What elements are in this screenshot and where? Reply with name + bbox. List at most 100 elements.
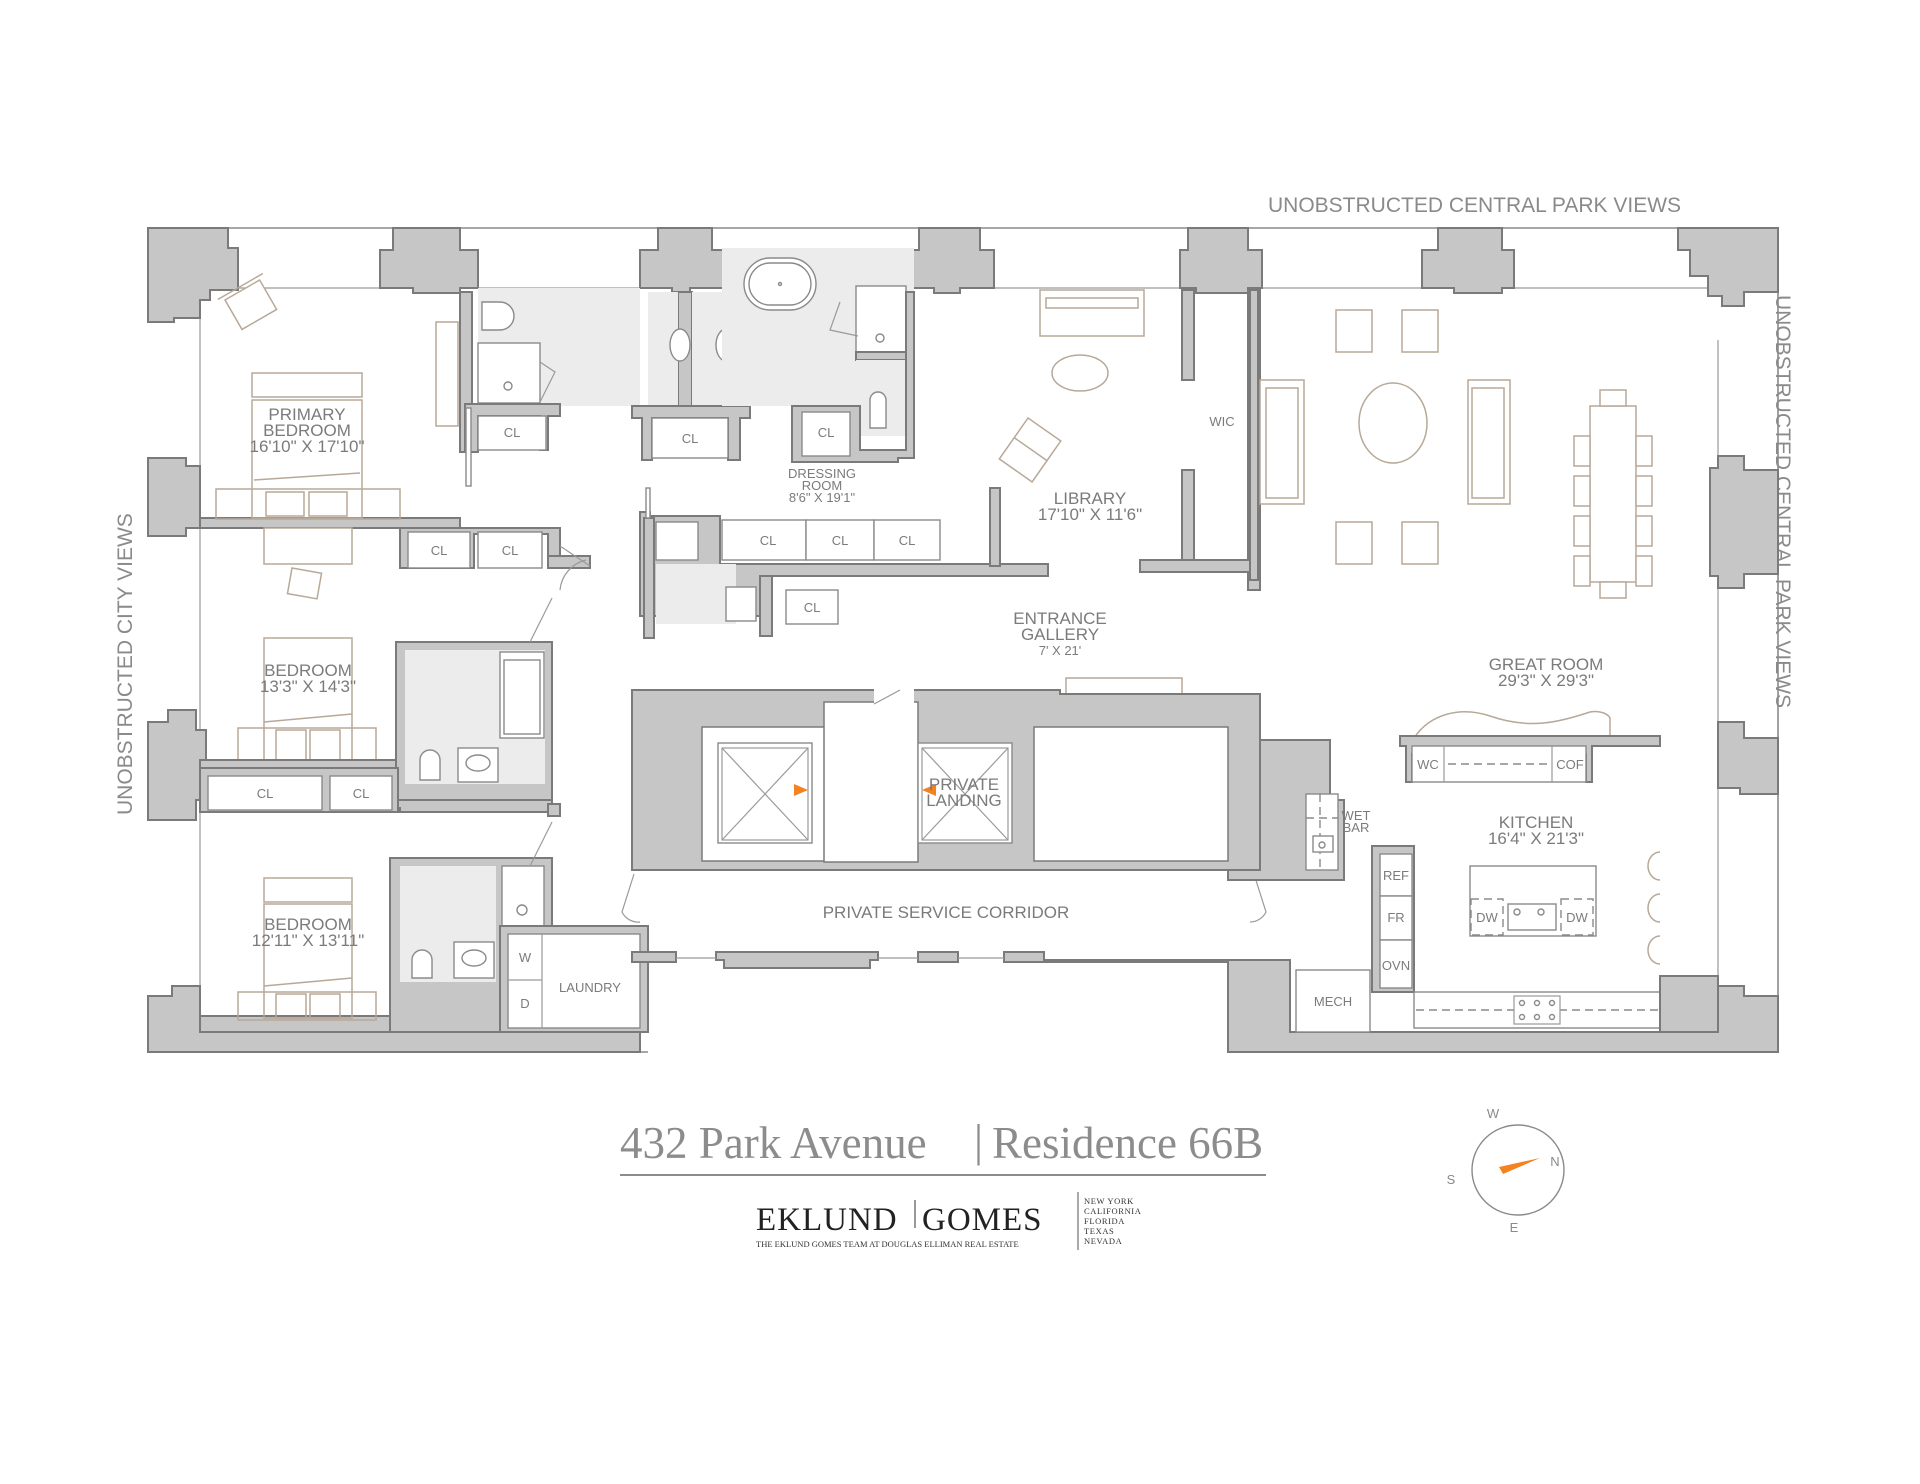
view-label-left: UNOBSTRUCTED CITY VIEWS: [114, 513, 137, 815]
sink: [461, 949, 487, 967]
elevator-left: [717, 742, 813, 844]
compass-west: W: [1487, 1106, 1500, 1121]
room-size: 17'10" X 11'6": [1038, 505, 1142, 524]
primary-bath-tub: CL: [722, 248, 915, 463]
appliance-label: FR: [1387, 910, 1404, 925]
lounge-chair: [998, 416, 1062, 483]
appliance-label: DW: [1566, 910, 1588, 925]
closet-label: CL: [257, 786, 274, 801]
bed: [215, 372, 401, 520]
room-size: 29'3" X 29'3": [1498, 671, 1594, 690]
toilet: [411, 949, 433, 979]
toilet: [419, 749, 441, 781]
title-separator: |: [974, 1116, 983, 1166]
compass-east: E: [1510, 1220, 1519, 1235]
elevator-core: PRIVATE LANDING: [631, 684, 1261, 871]
armchair: [217, 272, 278, 331]
state: CALIFORNIA: [1084, 1206, 1142, 1216]
room-label: PRIMARY: [268, 405, 345, 424]
room-size: 16'4" X 21'3": [1488, 829, 1584, 848]
appliance-label: DW: [1476, 910, 1498, 925]
toilet: [869, 391, 887, 429]
state: FLORIDA: [1084, 1216, 1125, 1226]
sink: [669, 328, 691, 362]
curved-sofa: [1413, 710, 1611, 739]
appliance-label: OVN: [1382, 958, 1410, 973]
room-size: 13'3" X 14'3": [260, 677, 356, 696]
console-table: [1065, 677, 1183, 695]
appliance-label: COF: [1556, 757, 1584, 772]
room-size: 8'6" X 19'1": [789, 490, 856, 505]
dining-table: [1589, 405, 1637, 583]
sink: [1507, 903, 1557, 931]
room-label: PRIVATE: [929, 775, 999, 794]
entrance-gallery: ENTRANCE GALLERY 7' X 21': [1013, 609, 1183, 695]
brand-logo: EKLUND GOMES THE EKLUND GOMES TEAM AT DO…: [756, 1192, 1142, 1250]
doors: [529, 545, 901, 867]
brand-left: EKLUND: [756, 1202, 898, 1238]
kitchen: WC COF WET BAR REF FR OVN KITCHEN 16'4" …: [1227, 735, 1719, 1033]
toilet: [481, 301, 515, 331]
laundry: W D LAUNDRY: [499, 925, 649, 1033]
appliance-label: REF: [1383, 868, 1409, 883]
room-label: BEDROOM: [263, 421, 351, 440]
room-label: WET: [1342, 808, 1371, 823]
brand-tagline: THE EKLUND GOMES TEAM AT DOUGLAS ELLIMAN…: [756, 1239, 1019, 1249]
coffee-table: [1358, 382, 1428, 464]
room-size: 12'11" X 13'11": [252, 931, 364, 950]
room-label: GREAT ROOM: [1489, 655, 1604, 674]
dresser: [435, 321, 459, 427]
great-room: GREAT ROOM 29'3" X 29'3": [1249, 289, 1653, 739]
room-label: KITCHEN: [1499, 813, 1574, 832]
closet-label: CL: [832, 533, 849, 548]
address: 432 Park Avenue: [620, 1118, 927, 1168]
compass-south: S: [1447, 1172, 1456, 1187]
room-label: PRIVATE SERVICE CORRIDOR: [823, 903, 1070, 922]
coffee-table: [1051, 354, 1109, 392]
compass-needle-icon: [1499, 1158, 1540, 1174]
closet-label: CL: [504, 425, 521, 440]
view-label-right: UNOBSTRUCTED CENTRAL PARK VIEWS: [1771, 295, 1794, 708]
compass-north: N: [1550, 1154, 1559, 1169]
closet-label: CL: [682, 431, 699, 446]
bedroom-2: CL CL BEDROOM 13'3" X 14'3" CL CL: [199, 527, 591, 817]
elevator-right: [917, 742, 1013, 844]
elevator-arrow-icon: [794, 784, 808, 796]
room-label: DRESSING: [788, 466, 856, 481]
closet-label: CL: [431, 543, 448, 558]
dressing-room: DRESSING ROOM 8'6" X 19'1" CL CL CL CL: [639, 466, 1049, 639]
closet-label: CL: [502, 543, 519, 558]
room-label: WIC: [1209, 414, 1234, 429]
center-bath-wall: CL: [631, 291, 751, 461]
room-label: ENTRANCE: [1013, 609, 1107, 628]
exterior-walls: [147, 227, 1779, 1053]
brand-right: GOMES: [922, 1202, 1043, 1238]
room-label: MECH: [1314, 994, 1352, 1009]
sofa: [1039, 289, 1145, 337]
dryer-label: D: [520, 996, 529, 1011]
state: TEXAS: [1084, 1226, 1114, 1236]
residence: Residence 66B: [992, 1118, 1263, 1168]
room-label: BAR: [1343, 820, 1370, 835]
room-label: ROOM: [802, 478, 842, 493]
sink: [465, 754, 491, 772]
room-label: LAUNDRY: [559, 980, 621, 995]
library: LIBRARY 17'10" X 11'6" WIC: [998, 289, 1261, 591]
closet-label: CL: [760, 533, 777, 548]
closet-label: CL: [353, 786, 370, 801]
closet-label: CL: [818, 425, 835, 440]
room-label: BEDROOM: [264, 661, 352, 680]
primary-bedroom: PRIMARY BEDROOM 16'10" X 17'10": [199, 272, 473, 529]
primary-bath-left: CL: [464, 288, 640, 487]
closet-label: CL: [804, 600, 821, 615]
elevator-arrow-icon: [922, 784, 936, 796]
service-corridor: PRIVATE SERVICE CORRIDOR: [621, 873, 1267, 1052]
room-size: 16'10" X 17'10": [250, 437, 365, 456]
room-label: GALLERY: [1021, 625, 1099, 644]
closet-label: CL: [899, 533, 916, 548]
washer-label: W: [519, 950, 532, 965]
state: NEVADA: [1084, 1236, 1123, 1246]
desk: [263, 527, 353, 565]
compass: W N S E: [1447, 1106, 1565, 1235]
